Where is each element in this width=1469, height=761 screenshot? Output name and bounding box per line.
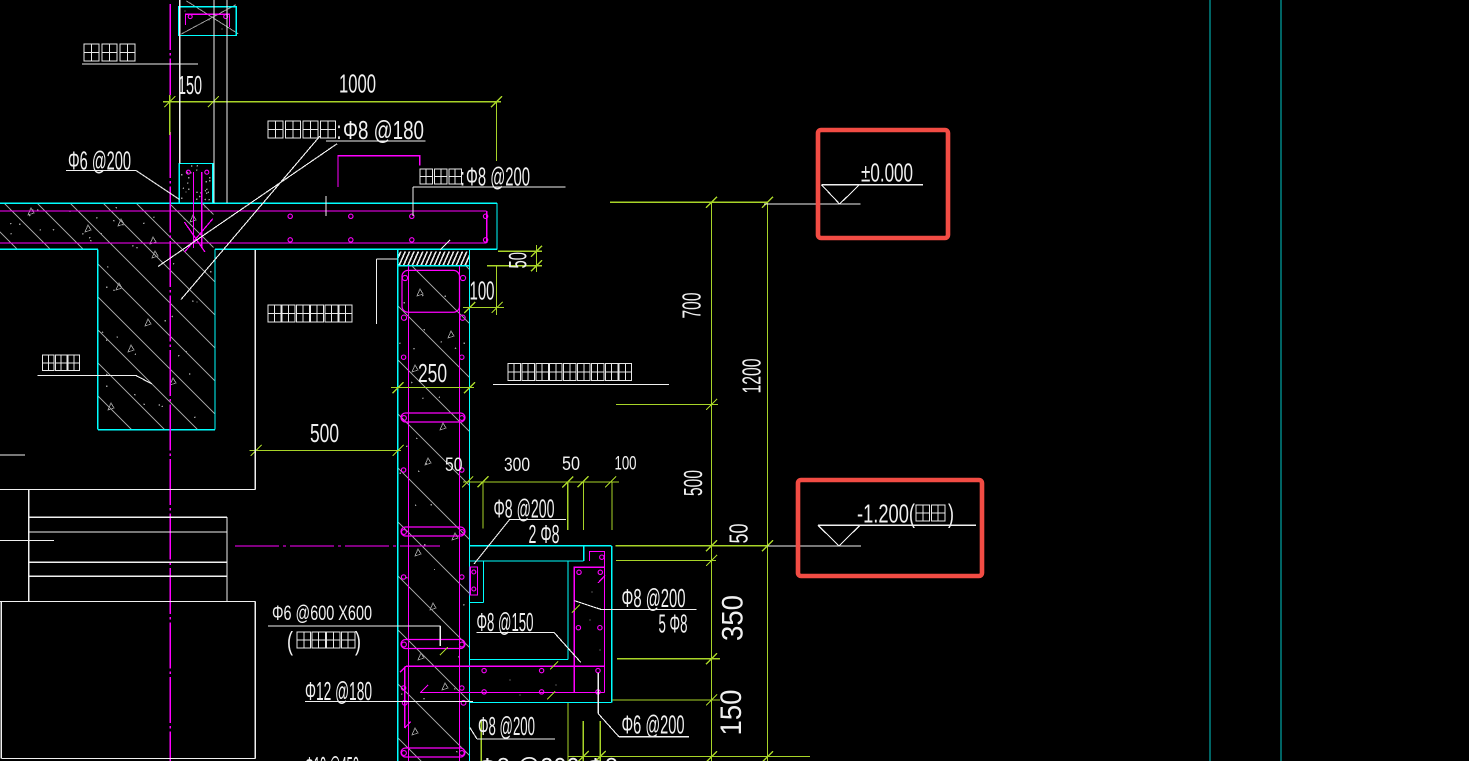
svg-text:5 Φ8: 5 Φ8 bbox=[659, 609, 688, 639]
svg-text:350: 350 bbox=[717, 595, 750, 641]
svg-text:Φ8 @150: Φ8 @150 bbox=[477, 607, 534, 637]
svg-text:): ) bbox=[948, 499, 954, 529]
svg-text:250: 250 bbox=[418, 358, 447, 388]
svg-text:50: 50 bbox=[445, 455, 463, 476]
svg-text:700: 700 bbox=[677, 293, 707, 319]
svg-text:-1.200(: -1.200( bbox=[857, 499, 915, 529]
svg-text:500: 500 bbox=[310, 418, 339, 448]
svg-text:Φ8 @200: Φ8 @200 bbox=[478, 711, 535, 741]
svg-text:1000: 1000 bbox=[339, 69, 376, 99]
svg-text:(: ( bbox=[287, 626, 293, 656]
svg-text:): ) bbox=[355, 626, 361, 656]
svg-text:Φ8 @200: Φ8 @200 bbox=[466, 162, 530, 192]
svg-text:500: 500 bbox=[678, 470, 708, 496]
svg-text:Φ8 @180: Φ8 @180 bbox=[343, 115, 424, 145]
svg-text:Φ6 @200: Φ6 @200 bbox=[68, 146, 131, 176]
svg-text:Φ8 @200 Φ8: Φ8 @200 Φ8 bbox=[478, 752, 618, 761]
svg-text::: : bbox=[337, 115, 342, 145]
svg-text:Φ8 @200: Φ8 @200 bbox=[622, 583, 686, 613]
svg-text:300: 300 bbox=[504, 455, 530, 476]
svg-text:100: 100 bbox=[615, 454, 637, 475]
svg-text:2 Φ8: 2 Φ8 bbox=[529, 519, 560, 549]
svg-text:50: 50 bbox=[562, 454, 580, 475]
svg-text:150: 150 bbox=[715, 690, 748, 736]
svg-text:50: 50 bbox=[505, 252, 533, 269]
svg-text:Φ6 @200: Φ6 @200 bbox=[622, 710, 685, 740]
svg-text:Φ12 @180: Φ12 @180 bbox=[305, 676, 372, 706]
svg-text:Φ6 @600 X600: Φ6 @600 X600 bbox=[272, 602, 372, 625]
svg-text:150: 150 bbox=[178, 70, 202, 100]
svg-text:Φ8 @200: Φ8 @200 bbox=[494, 494, 555, 524]
svg-text::: : bbox=[460, 162, 465, 192]
svg-text:Φ10 @450: Φ10 @450 bbox=[305, 751, 359, 761]
svg-text:100: 100 bbox=[470, 276, 495, 306]
svg-text:±0.000: ±0.000 bbox=[861, 158, 913, 188]
svg-text:50: 50 bbox=[724, 524, 754, 544]
svg-text:1200: 1200 bbox=[737, 359, 767, 394]
